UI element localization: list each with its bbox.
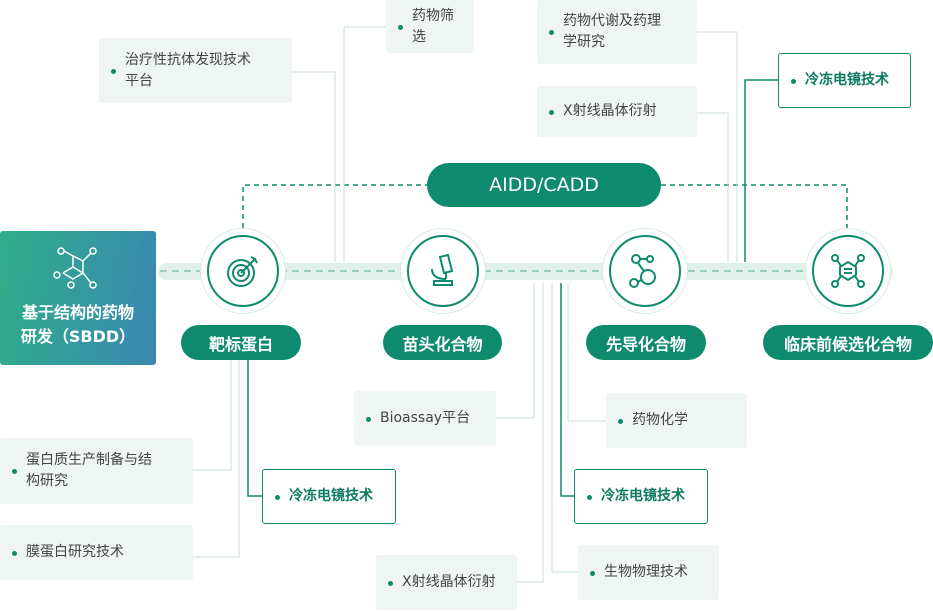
- stage-label-hit: 苗头化合物: [383, 325, 502, 360]
- box-text: 膜蛋白研究技术: [26, 544, 124, 560]
- box-drug-screening: 药物筛选: [386, 0, 474, 53]
- box-text: 蛋白质生产制备与结构研究: [26, 452, 152, 489]
- box-text: 药物代谢及药理学研究: [563, 13, 661, 50]
- target-icon: [227, 256, 258, 287]
- box-antibody-platform: 治疗性抗体发现技术平台: [99, 38, 292, 103]
- box-cryoem-top: 冷冻电镜技术: [778, 53, 911, 108]
- box-cryoem-target: 冷冻电镜技术: [262, 469, 396, 524]
- box-xray-bottom: X射线晶体衍射: [376, 555, 517, 610]
- compound-icon: [831, 254, 865, 288]
- stage-label-text: 苗头化合物: [402, 334, 483, 354]
- box-text: 治疗性抗体发现技术平台: [125, 51, 251, 89]
- stage-label-target: 靶标蛋白: [181, 325, 301, 360]
- molecule-icon: [629, 254, 656, 288]
- stage-circle-molecule: [602, 228, 688, 314]
- box-text: 生物物理技术: [604, 564, 688, 580]
- box-protein-production: 蛋白质生产制备与结构研究: [0, 438, 193, 504]
- box-cryoem-hit: 冷冻电镜技术: [574, 469, 708, 524]
- box-bioassay: Bioassay平台: [354, 391, 496, 446]
- box-dmpk: 药物代谢及药理学研究: [537, 0, 697, 64]
- sbdd-label-line2: 研发（SBDD）: [20, 327, 136, 346]
- stage-circle-compound: [805, 228, 891, 314]
- stage-circle-microscope: [400, 228, 486, 314]
- molecule-structure-icon: [53, 247, 97, 289]
- stage-label-lead: 先导化合物: [586, 325, 706, 360]
- sbdd-label-line1: 基于结构的药物: [21, 303, 134, 322]
- stage-label-text: 靶标蛋白: [208, 334, 273, 354]
- box-text: X射线晶体衍射: [563, 103, 657, 119]
- box-med-chem: 药物化学: [606, 393, 747, 448]
- box-text: Bioassay平台: [380, 410, 471, 426]
- box-text: 冷冻电镜技术: [805, 72, 889, 88]
- box-text: 药物化学: [632, 412, 688, 428]
- box-biophysics: 生物物理技术: [578, 545, 719, 600]
- box-text: 冷冻电镜技术: [289, 488, 373, 504]
- microscope-icon: [431, 253, 454, 286]
- stage-label-text: 先导化合物: [605, 334, 686, 354]
- sbdd-start-box: 基于结构的药物 研发（SBDD）: [0, 231, 156, 365]
- aidd-cadd-pill: AIDD/CADD: [427, 163, 661, 207]
- stage-label-candidate: 临床前候选化合物: [763, 325, 933, 360]
- stage-circle-target: [200, 228, 286, 314]
- stage-label-text: 临床前候选化合物: [783, 334, 912, 354]
- box-membrane-protein: 膜蛋白研究技术: [0, 525, 193, 580]
- box-text: 冷冻电镜技术: [601, 488, 685, 504]
- box-text: X射线晶体衍射: [402, 574, 496, 590]
- box-text: 药物筛选: [412, 7, 454, 45]
- aidd-cadd-label: AIDD/CADD: [489, 174, 599, 196]
- box-xray-top: X射线晶体衍射: [537, 86, 697, 137]
